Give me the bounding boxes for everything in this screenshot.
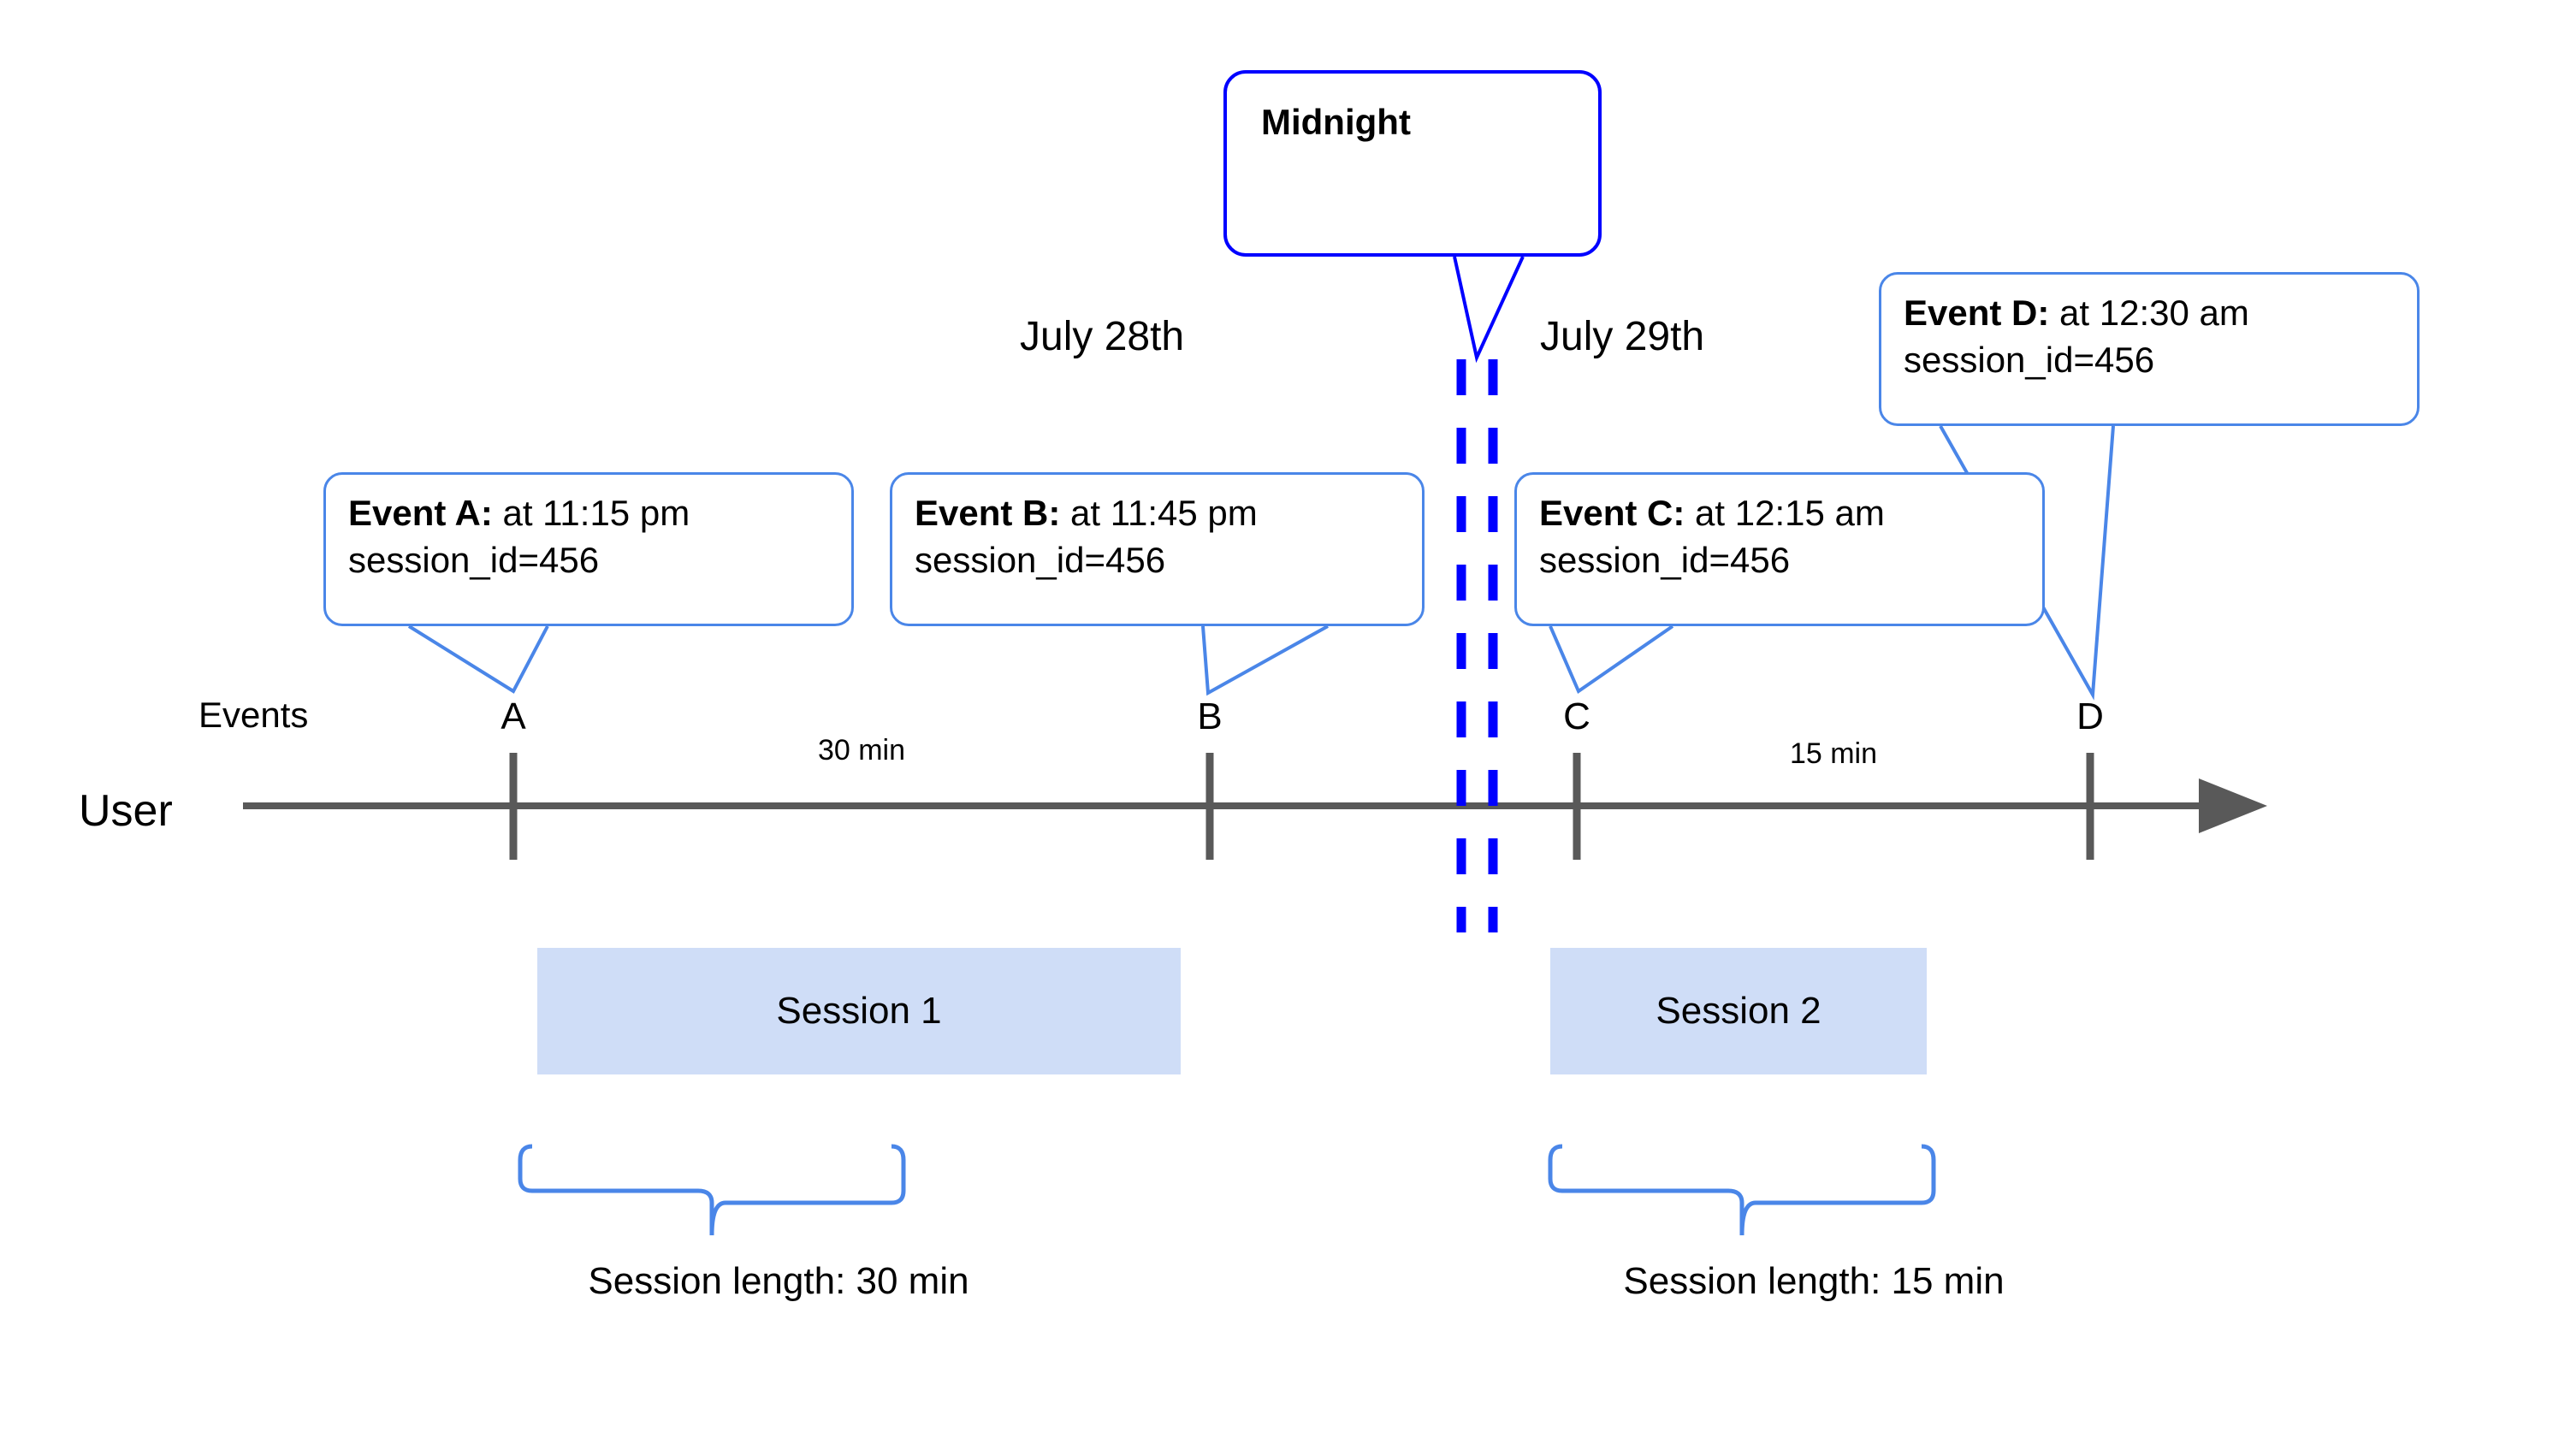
session-1-label: Session 1: [776, 990, 942, 1032]
event-marker-d: D: [2076, 695, 2104, 737]
session-2-label: Session 2: [1656, 990, 1821, 1032]
callout-c-line2: session_id=456: [1539, 539, 1791, 580]
events-row-label: Events: [198, 695, 309, 735]
user-row-label: User: [79, 786, 173, 836]
session-1-brace: [518, 1144, 906, 1236]
midnight-label: Midnight: [1261, 102, 1411, 142]
event-marker-b: B: [1197, 695, 1223, 737]
event-marker-c: C: [1563, 695, 1590, 737]
callout-a-line1: Event A: at 11:15 pm: [348, 490, 829, 537]
callout-midnight[interactable]: Midnight: [1223, 70, 1602, 257]
callout-c-line1: Event C: at 12:15 am: [1539, 490, 2020, 537]
callout-c-time: at 12:15 am: [1685, 493, 1885, 533]
session-2-brace: [1548, 1144, 1936, 1236]
session-2-length-label: Session length: 15 min: [1623, 1260, 2005, 1302]
callout-b-line1: Event B: at 11:45 pm: [915, 490, 1400, 537]
interval-label-cd: 15 min: [1789, 737, 1878, 770]
event-marker-a: A: [501, 695, 526, 737]
callout-a-line2: session_id=456: [348, 539, 600, 580]
callout-event-d[interactable]: Event D: at 12:30 am session_id=456: [1879, 272, 2420, 426]
callout-b-time: at 11:45 pm: [1060, 493, 1258, 533]
callout-tail-a: [407, 624, 549, 694]
callout-d-title: Event D:: [1904, 293, 2050, 333]
callout-event-b[interactable]: Event B: at 11:45 pm session_id=456: [890, 472, 1425, 626]
interval-label-ab: 30 min: [817, 734, 906, 766]
session-bar-1[interactable]: Session 1: [537, 948, 1181, 1074]
callout-b-title: Event B:: [915, 493, 1061, 533]
callout-d-time: at 12:30 am: [2049, 293, 2249, 333]
callout-event-a[interactable]: Event A: at 11:15 pm session_id=456: [323, 472, 854, 626]
callout-a-title: Event A:: [348, 493, 493, 533]
session-1-length-label: Session length: 30 min: [588, 1260, 969, 1302]
date-label-july-28: July 28th: [1020, 314, 1185, 359]
callout-c-title: Event C:: [1539, 493, 1685, 533]
callout-d-line2: session_id=456: [1904, 339, 2155, 380]
callout-tail-c: [1549, 624, 1674, 695]
callout-tail-b: [1201, 624, 1329, 696]
date-label-july-29: July 29th: [1540, 314, 1705, 359]
callout-a-time: at 11:15 pm: [492, 493, 690, 533]
session-bar-2[interactable]: Session 2: [1550, 948, 1927, 1074]
callout-d-line1: Event D: at 12:30 am: [1904, 290, 2395, 337]
midnight-callout-tail: [1453, 256, 1525, 364]
callout-event-c[interactable]: Event C: at 12:15 am session_id=456: [1514, 472, 2045, 626]
callout-b-line2: session_id=456: [915, 539, 1166, 580]
